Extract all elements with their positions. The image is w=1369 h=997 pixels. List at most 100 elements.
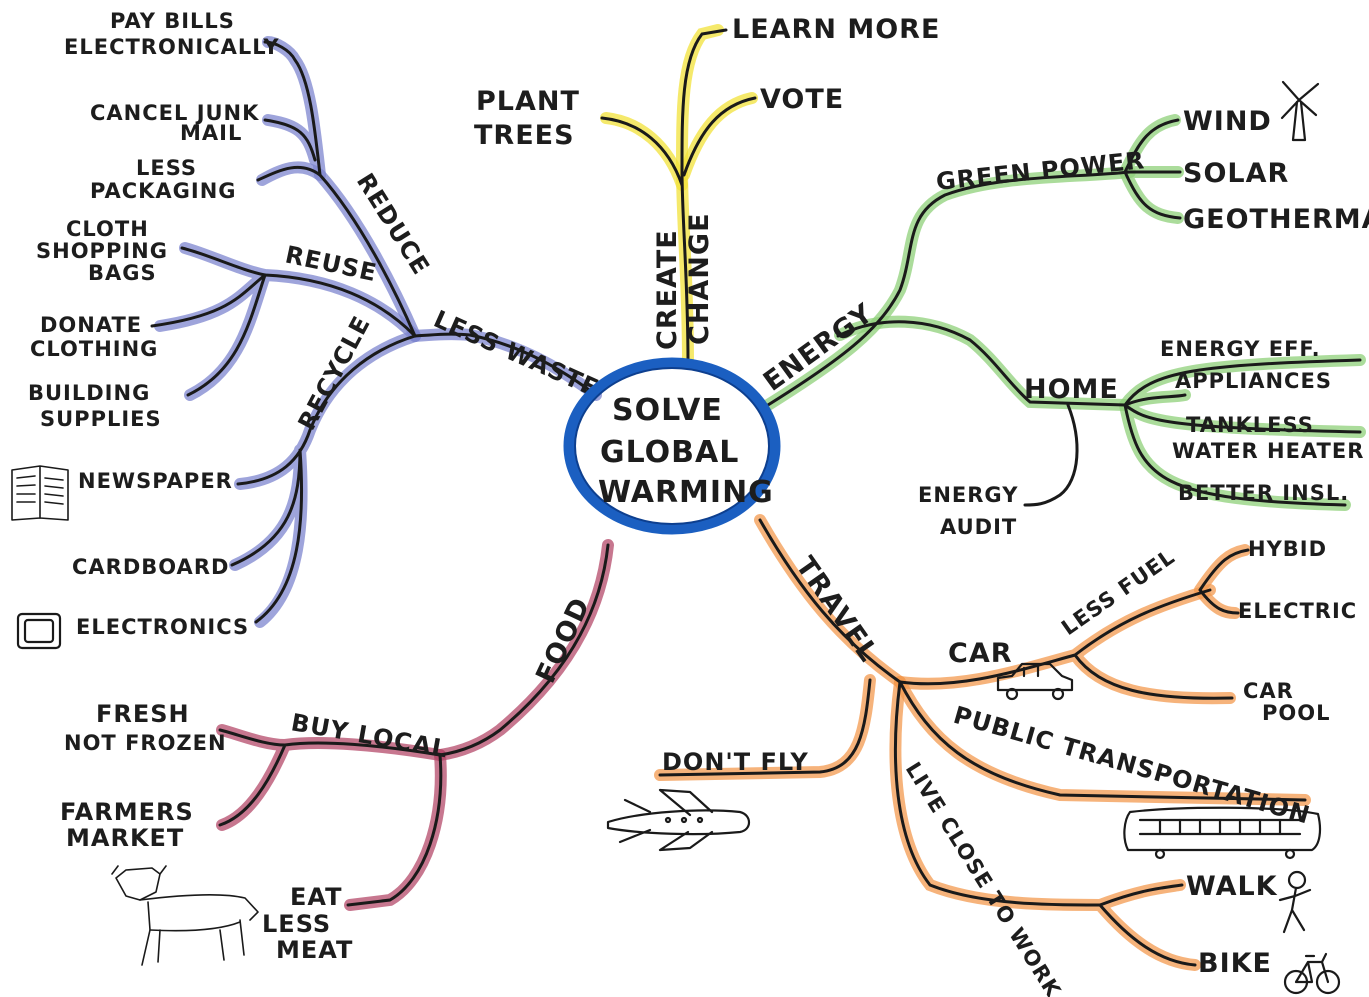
label-wind: WIND (1183, 106, 1272, 137)
label-less-waste: LESS WASTE (430, 305, 604, 403)
label-pay-bills-1: PAY BILLS (110, 9, 235, 33)
eat-less-branch (346, 753, 443, 907)
cow-icon (111, 865, 259, 966)
label-electric: ELECTRIC (1238, 599, 1357, 623)
label-car: CAR (948, 638, 1013, 669)
live-close-branch (893, 680, 1197, 967)
travel-trunk (758, 518, 902, 684)
label-energy: ENERGY (758, 298, 879, 398)
branch-food: FOOD BUY LOCAL FRESH NOT FROZEN FARMERS … (60, 539, 614, 966)
label-public-transportation: PUBLIC TRANSPORTATION (950, 701, 1313, 830)
label-eat: EAT (290, 883, 342, 911)
label-appliances: APPLIANCES (1175, 369, 1332, 393)
windmill-icon (1280, 80, 1320, 142)
reuse-branch (150, 246, 417, 397)
label-bags-3: BAGS (88, 261, 157, 285)
recycle-branch (230, 334, 417, 624)
food-trunk (438, 543, 610, 757)
fuel-fork (1198, 548, 1250, 615)
label-less: LESS (262, 910, 331, 938)
label-water-heater: WATER HEATER (1172, 439, 1364, 463)
car-branch (898, 588, 1234, 700)
label-home: HOME (1024, 374, 1119, 405)
less-waste-trunk (413, 332, 598, 397)
airplane-icon (606, 788, 751, 852)
branch-energy: ENERGY GREEN POWER WIND SOLAR GEOTHERMAL… (758, 80, 1369, 539)
label-better-insl: BETTER INSL. (1178, 481, 1349, 505)
label-supplies-1: BUILDING (28, 381, 150, 405)
label-donate-1: DONATE (40, 313, 142, 337)
label-pay-bills-2: ELECTRONICALLY (64, 35, 280, 59)
label-solar: SOLAR (1183, 158, 1289, 189)
home-branch (836, 320, 1127, 407)
label-change: CHANGE (684, 212, 715, 345)
label-walk: WALK (1186, 871, 1278, 902)
label-fresh-2: NOT FROZEN (64, 731, 227, 755)
dont-fly-branch (658, 678, 872, 777)
plant-trees-branch-tint (600, 112, 688, 191)
label-travel: TRAVEL (789, 551, 884, 668)
center-node: SOLVE GLOBAL WARMING (563, 357, 781, 535)
tv-icon (16, 612, 62, 650)
label-plant-trees-2: TREES (474, 120, 575, 151)
label-carpool-1: CAR (1243, 679, 1294, 703)
label-donate-2: CLOTHING (30, 337, 158, 361)
bicycle-icon (1283, 952, 1341, 995)
green-power-fork (1123, 118, 1182, 220)
label-junk-mail-1: CANCEL JUNK (90, 101, 259, 125)
label-meat: MEAT (276, 936, 353, 964)
label-recycle: RECYCLE (293, 311, 377, 435)
create-change-trunk (680, 28, 728, 364)
buy-local-branch (218, 728, 442, 827)
center-ring-inner (574, 367, 770, 525)
walking-person-icon (1278, 870, 1312, 934)
train-icon (1123, 806, 1322, 860)
center-line-2: GLOBAL (600, 435, 739, 470)
vote-branch-tint (678, 92, 758, 181)
label-energy-audit-1: ENERGY (918, 483, 1018, 507)
label-hybid: HYBID (1248, 537, 1327, 561)
label-energy-audit-2: AUDIT (940, 515, 1017, 539)
label-vote: VOTE (760, 84, 844, 115)
newspaper-icon (11, 465, 69, 521)
label-bags-2: SHOPPING (36, 239, 168, 263)
vote-branch (682, 96, 757, 177)
label-plant-trees-1: PLANT (476, 86, 580, 117)
center-line-3: WARMING (598, 475, 774, 510)
reduce-twigs (263, 40, 322, 177)
reduce-branch (256, 165, 417, 338)
center-ring (563, 357, 781, 535)
branch-create-change: LEARN MORE VOTE PLANT TREES CREATE CHANG… (474, 14, 940, 368)
public-transport-branch (898, 680, 1307, 802)
label-bags-1: CLOTH (66, 217, 149, 241)
label-newspaper: NEWSPAPER (78, 469, 233, 493)
label-buy-local: BUY LOCAL (289, 708, 450, 763)
label-electronics: ELECTRONICS (76, 615, 249, 639)
food-trunk-tint (434, 539, 614, 761)
label-packaging-1: LESS (136, 156, 197, 180)
energy-audit-branch (1023, 403, 1079, 507)
label-dont-fly: DON'T FLY (662, 748, 809, 776)
eat-less-branch-tint (344, 749, 447, 911)
label-cardboard: CARDBOARD (72, 555, 229, 579)
car-icon (996, 662, 1074, 701)
label-carpool-2: POOL (1262, 701, 1330, 725)
label-geothermal: GEOTHERMAL (1183, 204, 1369, 235)
label-packaging-2: PACKAGING (90, 179, 237, 203)
label-green-power: GREEN POWER (935, 146, 1147, 196)
label-tankless: TANKLESS (1186, 413, 1314, 437)
branch-travel: TRAVEL CAR LESS FUEL HYBID ELECTRIC CAR … (606, 514, 1357, 997)
plant-trees-branch (600, 116, 684, 187)
label-learn-more: LEARN MORE (732, 14, 940, 45)
label-junk-mail-2: MAIL (180, 121, 242, 145)
label-supplies-2: SUPPLIES (40, 407, 162, 431)
label-create: CREATE (652, 229, 683, 350)
center-line-1: SOLVE (612, 393, 723, 428)
label-bike: BIKE (1198, 948, 1272, 979)
label-farmers-2: MARKET (66, 824, 184, 852)
label-fresh-1: FRESH (96, 700, 190, 728)
label-energy-eff: ENERGY EFF. (1160, 337, 1321, 361)
label-farmers-1: FARMERS (60, 798, 194, 826)
label-food: FOOD (530, 593, 596, 688)
